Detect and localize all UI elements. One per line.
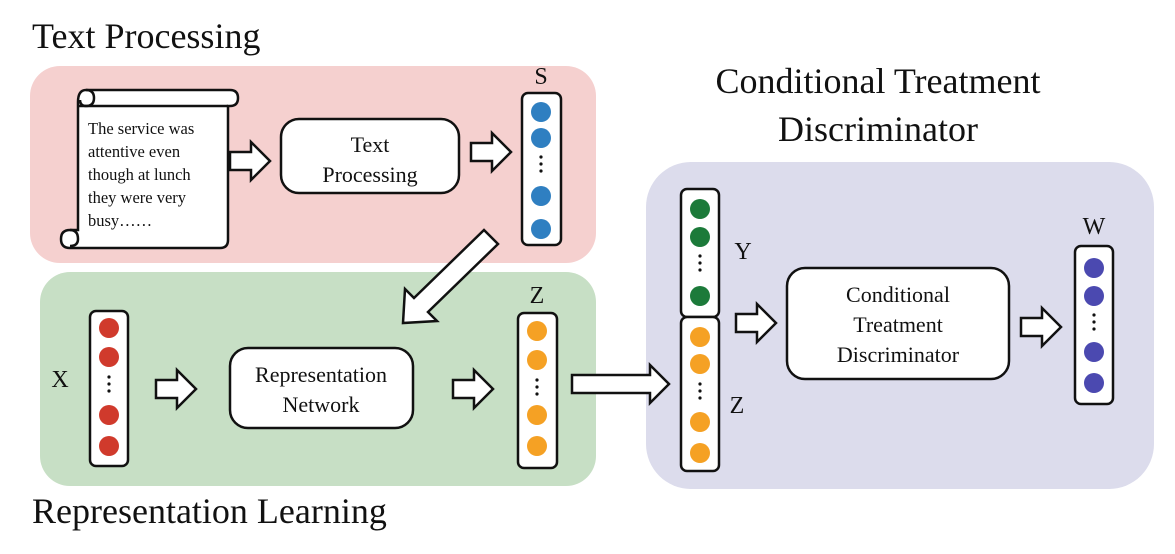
vector-x-label: X — [51, 367, 68, 393]
z2-ellipsis — [698, 382, 702, 400]
arrow-yz-to-discriminator-box — [734, 300, 778, 346]
z2-dot — [690, 354, 710, 374]
text-processing-box-label-line1: Text — [351, 132, 390, 157]
vector-s-box — [520, 91, 563, 247]
x-dot — [99, 347, 119, 367]
z-dot — [527, 405, 547, 425]
text-processing-title: Text Processing — [32, 16, 260, 56]
w-dot — [1084, 373, 1104, 393]
document-scroll-icon — [59, 88, 240, 250]
z2-dot — [690, 443, 710, 463]
text-processing-box-label-line2: Processing — [322, 162, 417, 187]
discriminator-title-line2: Discriminator — [778, 109, 978, 149]
s-dot — [531, 186, 551, 206]
x-ellipsis — [107, 375, 111, 393]
vector-z2-label: Z — [730, 393, 745, 419]
z2-dot — [690, 412, 710, 432]
arrow-s-to-representation-network — [401, 228, 500, 325]
vector-z-box — [516, 311, 559, 470]
representation-network-label-line1: Representation — [255, 362, 387, 387]
vector-z-label: Z — [530, 283, 545, 309]
document-text-line5: busy…… — [88, 211, 152, 230]
document-text-line2: attentive even — [88, 142, 180, 161]
w-dot — [1084, 258, 1104, 278]
y-dot — [690, 286, 710, 306]
x-dot — [99, 436, 119, 456]
discriminator-box-label-line1: Conditional — [846, 282, 950, 307]
vector-x-box — [88, 309, 130, 468]
w-ellipsis — [1092, 313, 1096, 331]
arrow-z-to-discriminator — [570, 361, 671, 407]
arrow-representation-network-to-z — [451, 366, 495, 412]
z-dot — [527, 350, 547, 370]
representation-network-label-line2: Network — [283, 392, 360, 417]
arrow-discriminator-box-to-w — [1019, 304, 1063, 350]
w-dot — [1084, 286, 1104, 306]
x-dot — [99, 318, 119, 338]
z-ellipsis — [535, 378, 539, 396]
vector-w-box — [1073, 244, 1115, 406]
discriminator-box-label-line2: Treatment — [853, 312, 943, 337]
document-text-line1: The service was — [88, 119, 194, 138]
s-dot — [531, 219, 551, 239]
z-dot — [527, 321, 547, 341]
arrow-text-processing-to-s — [469, 129, 513, 175]
vector-y-label: Y — [734, 239, 751, 265]
s-ellipsis — [539, 155, 543, 173]
s-dot — [531, 128, 551, 148]
arrow-x-to-representation-network — [154, 366, 198, 412]
vector-w-label: W — [1083, 214, 1106, 240]
discriminator-title-line1: Conditional Treatment — [715, 61, 1040, 101]
arrow-doc-to-text-processing — [228, 138, 272, 184]
conditional-treatment-discriminator-box — [785, 266, 1011, 381]
w-dot — [1084, 342, 1104, 362]
representation-learning-title: Representation Learning — [32, 491, 387, 531]
vector-z2-box — [679, 315, 721, 473]
y-dot — [690, 227, 710, 247]
document-text-line4: they were very — [88, 188, 187, 207]
s-dot — [531, 102, 551, 122]
text-processing-box — [279, 117, 461, 195]
y-dot — [690, 199, 710, 219]
y-ellipsis — [698, 254, 702, 272]
z-dot — [527, 436, 547, 456]
representation-network-box — [228, 346, 415, 430]
discriminator-box-label-line3: Discriminator — [837, 342, 960, 367]
vector-s-label: S — [534, 64, 547, 90]
document-text-line3: though at lunch — [88, 165, 191, 184]
x-dot — [99, 405, 119, 425]
z2-dot — [690, 327, 710, 347]
